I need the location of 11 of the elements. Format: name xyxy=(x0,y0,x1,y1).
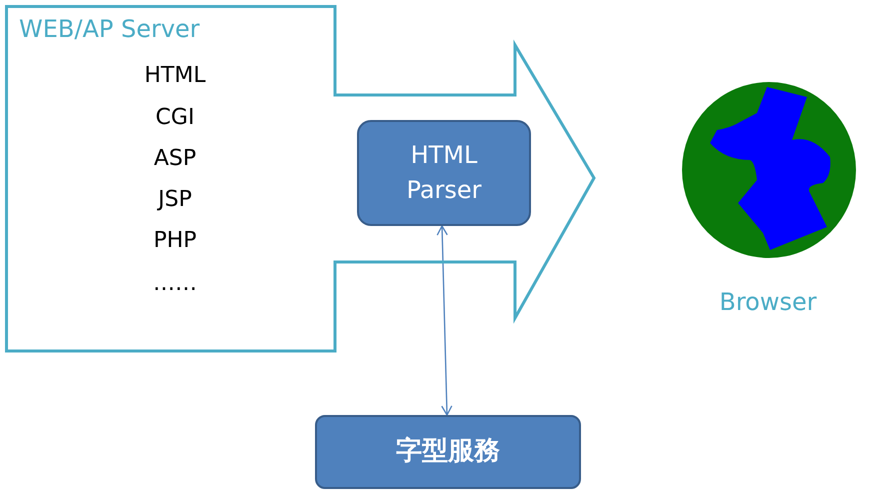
double-arrow xyxy=(436,225,452,416)
technology-item: …… xyxy=(152,271,198,296)
technology-item: HTML xyxy=(143,63,207,88)
technology-item: ASP xyxy=(152,146,198,171)
process-box: HTML Parser xyxy=(357,120,531,226)
process-box: 字型服務 xyxy=(315,415,581,489)
server-title: WEB/AP Server xyxy=(19,15,200,43)
technology-item: PHP xyxy=(152,228,198,253)
browser-label: Browser xyxy=(718,288,818,316)
technology-item: JSP xyxy=(156,187,193,212)
technology-item: CGI xyxy=(154,105,196,130)
